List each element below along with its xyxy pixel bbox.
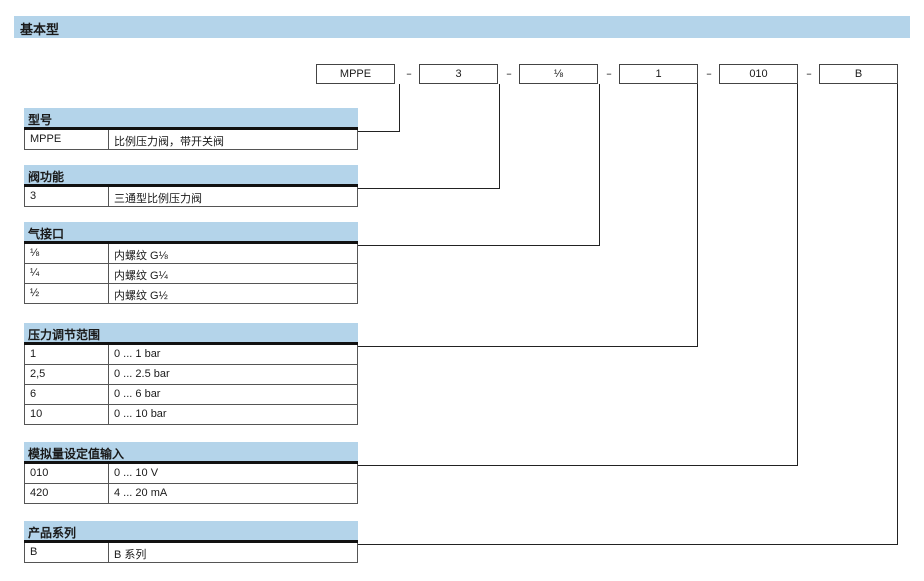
- section-header: 阀功能: [24, 165, 358, 187]
- table-row: 6 0 ... 6 bar: [24, 385, 358, 405]
- row-code: 6: [30, 388, 37, 400]
- section-header: 模拟量设定值输入: [24, 442, 358, 464]
- table-row: 1 0 ... 1 bar: [24, 345, 358, 365]
- row-code: 2,5: [30, 368, 46, 380]
- row-code: 10: [30, 408, 43, 420]
- section-title: 模拟量设定值输入: [28, 447, 125, 461]
- row-desc: 内螺纹 G¼: [114, 270, 168, 282]
- row-code: 1: [30, 348, 37, 360]
- section-header: 气接口: [24, 222, 358, 244]
- code-box-product-series: B: [819, 64, 898, 84]
- code-separator: –: [606, 67, 612, 80]
- table-row: ¼ 内螺纹 G¼: [24, 264, 358, 284]
- connector-setpoint-input: [358, 84, 798, 466]
- section-title: 压力调节范围: [28, 328, 101, 342]
- row-desc: 0 ... 1 bar: [114, 348, 161, 360]
- row-code: MPPE: [30, 133, 62, 145]
- table-row: 2,5 0 ... 2.5 bar: [24, 365, 358, 385]
- section-title: 阀功能: [28, 170, 65, 184]
- row-code: ⅛: [30, 247, 40, 259]
- section-header: 型号: [24, 108, 358, 130]
- section-title: 型号: [28, 113, 53, 127]
- row-desc: 4 ... 20 mA: [114, 487, 168, 499]
- row-code: 420: [30, 487, 49, 499]
- table-row: B B 系列: [24, 543, 358, 563]
- section-title: 产品系列: [28, 526, 77, 540]
- row-desc: 0 ... 2.5 bar: [114, 368, 170, 380]
- table-row: MPPE 比例压力阀，带开关阀: [24, 130, 358, 150]
- header-bar: 基本型: [14, 16, 910, 38]
- row-code: 3: [30, 190, 37, 202]
- section-header: 压力调节范围: [24, 323, 358, 345]
- row-desc: B 系列: [114, 549, 147, 561]
- section-valve-function: 阀功能 3 三通型比例压力阀: [24, 165, 358, 207]
- row-code: 010: [30, 467, 49, 479]
- section-pneumatic-port: 气接口 ⅛ 内螺纹 G⅛ ¼ 内螺纹 G¼ ½ 内螺纹 G½: [24, 222, 358, 304]
- table-row: 010 0 ... 10 V: [24, 464, 358, 484]
- table-row: ⅛ 内螺纹 G⅛: [24, 244, 358, 264]
- row-desc: 0 ... 10 bar: [114, 408, 167, 420]
- section-product-series: 产品系列 B B 系列: [24, 521, 358, 563]
- row-desc: 内螺纹 G⅛: [114, 250, 168, 262]
- code-box-pneumatic-port: ⅛: [519, 64, 598, 84]
- row-desc: 0 ... 6 bar: [114, 388, 161, 400]
- table-row: 10 0 ... 10 bar: [24, 405, 358, 425]
- row-desc: 0 ... 10 V: [114, 467, 159, 479]
- code-box-setpoint-input: 010: [719, 64, 798, 84]
- code-separator: –: [506, 67, 512, 80]
- code-box-model: MPPE: [316, 64, 395, 84]
- table-row: 420 4 ... 20 mA: [24, 484, 358, 504]
- page-title: 基本型: [20, 23, 60, 38]
- table-row: 3 三通型比例压力阀: [24, 187, 358, 207]
- section-setpoint-input: 模拟量设定值输入 010 0 ... 10 V 420 4 ... 20 mA: [24, 442, 358, 504]
- section-title: 气接口: [28, 227, 65, 241]
- section-header: 产品系列: [24, 521, 358, 543]
- code-box-valve-function: 3: [419, 64, 498, 84]
- row-desc: 三通型比例压力阀: [114, 193, 202, 205]
- row-code: B: [30, 546, 38, 558]
- row-code: ¼: [30, 267, 40, 279]
- section-pressure-range: 压力调节范围 1 0 ... 1 bar 2,5 0 ... 2.5 bar 6 0 …: [24, 323, 358, 425]
- connector-pressure-range: [358, 84, 698, 347]
- code-separator: –: [406, 67, 412, 80]
- connector-model: [358, 84, 400, 132]
- code-separator: –: [706, 67, 712, 80]
- section-model: 型号 MPPE 比例压力阀，带开关阀: [24, 108, 358, 150]
- connector-valve-function: [358, 84, 500, 189]
- code-box-pressure-range: 1: [619, 64, 698, 84]
- row-desc: 内螺纹 G½: [114, 290, 168, 302]
- code-separator: –: [806, 67, 812, 80]
- row-desc: 比例压力阀，带开关阀: [114, 136, 224, 148]
- table-row: ½ 内螺纹 G½: [24, 284, 358, 304]
- connector-product-series: [358, 84, 898, 545]
- row-code: ½: [30, 287, 40, 299]
- connector-pneumatic-port: [358, 84, 600, 246]
